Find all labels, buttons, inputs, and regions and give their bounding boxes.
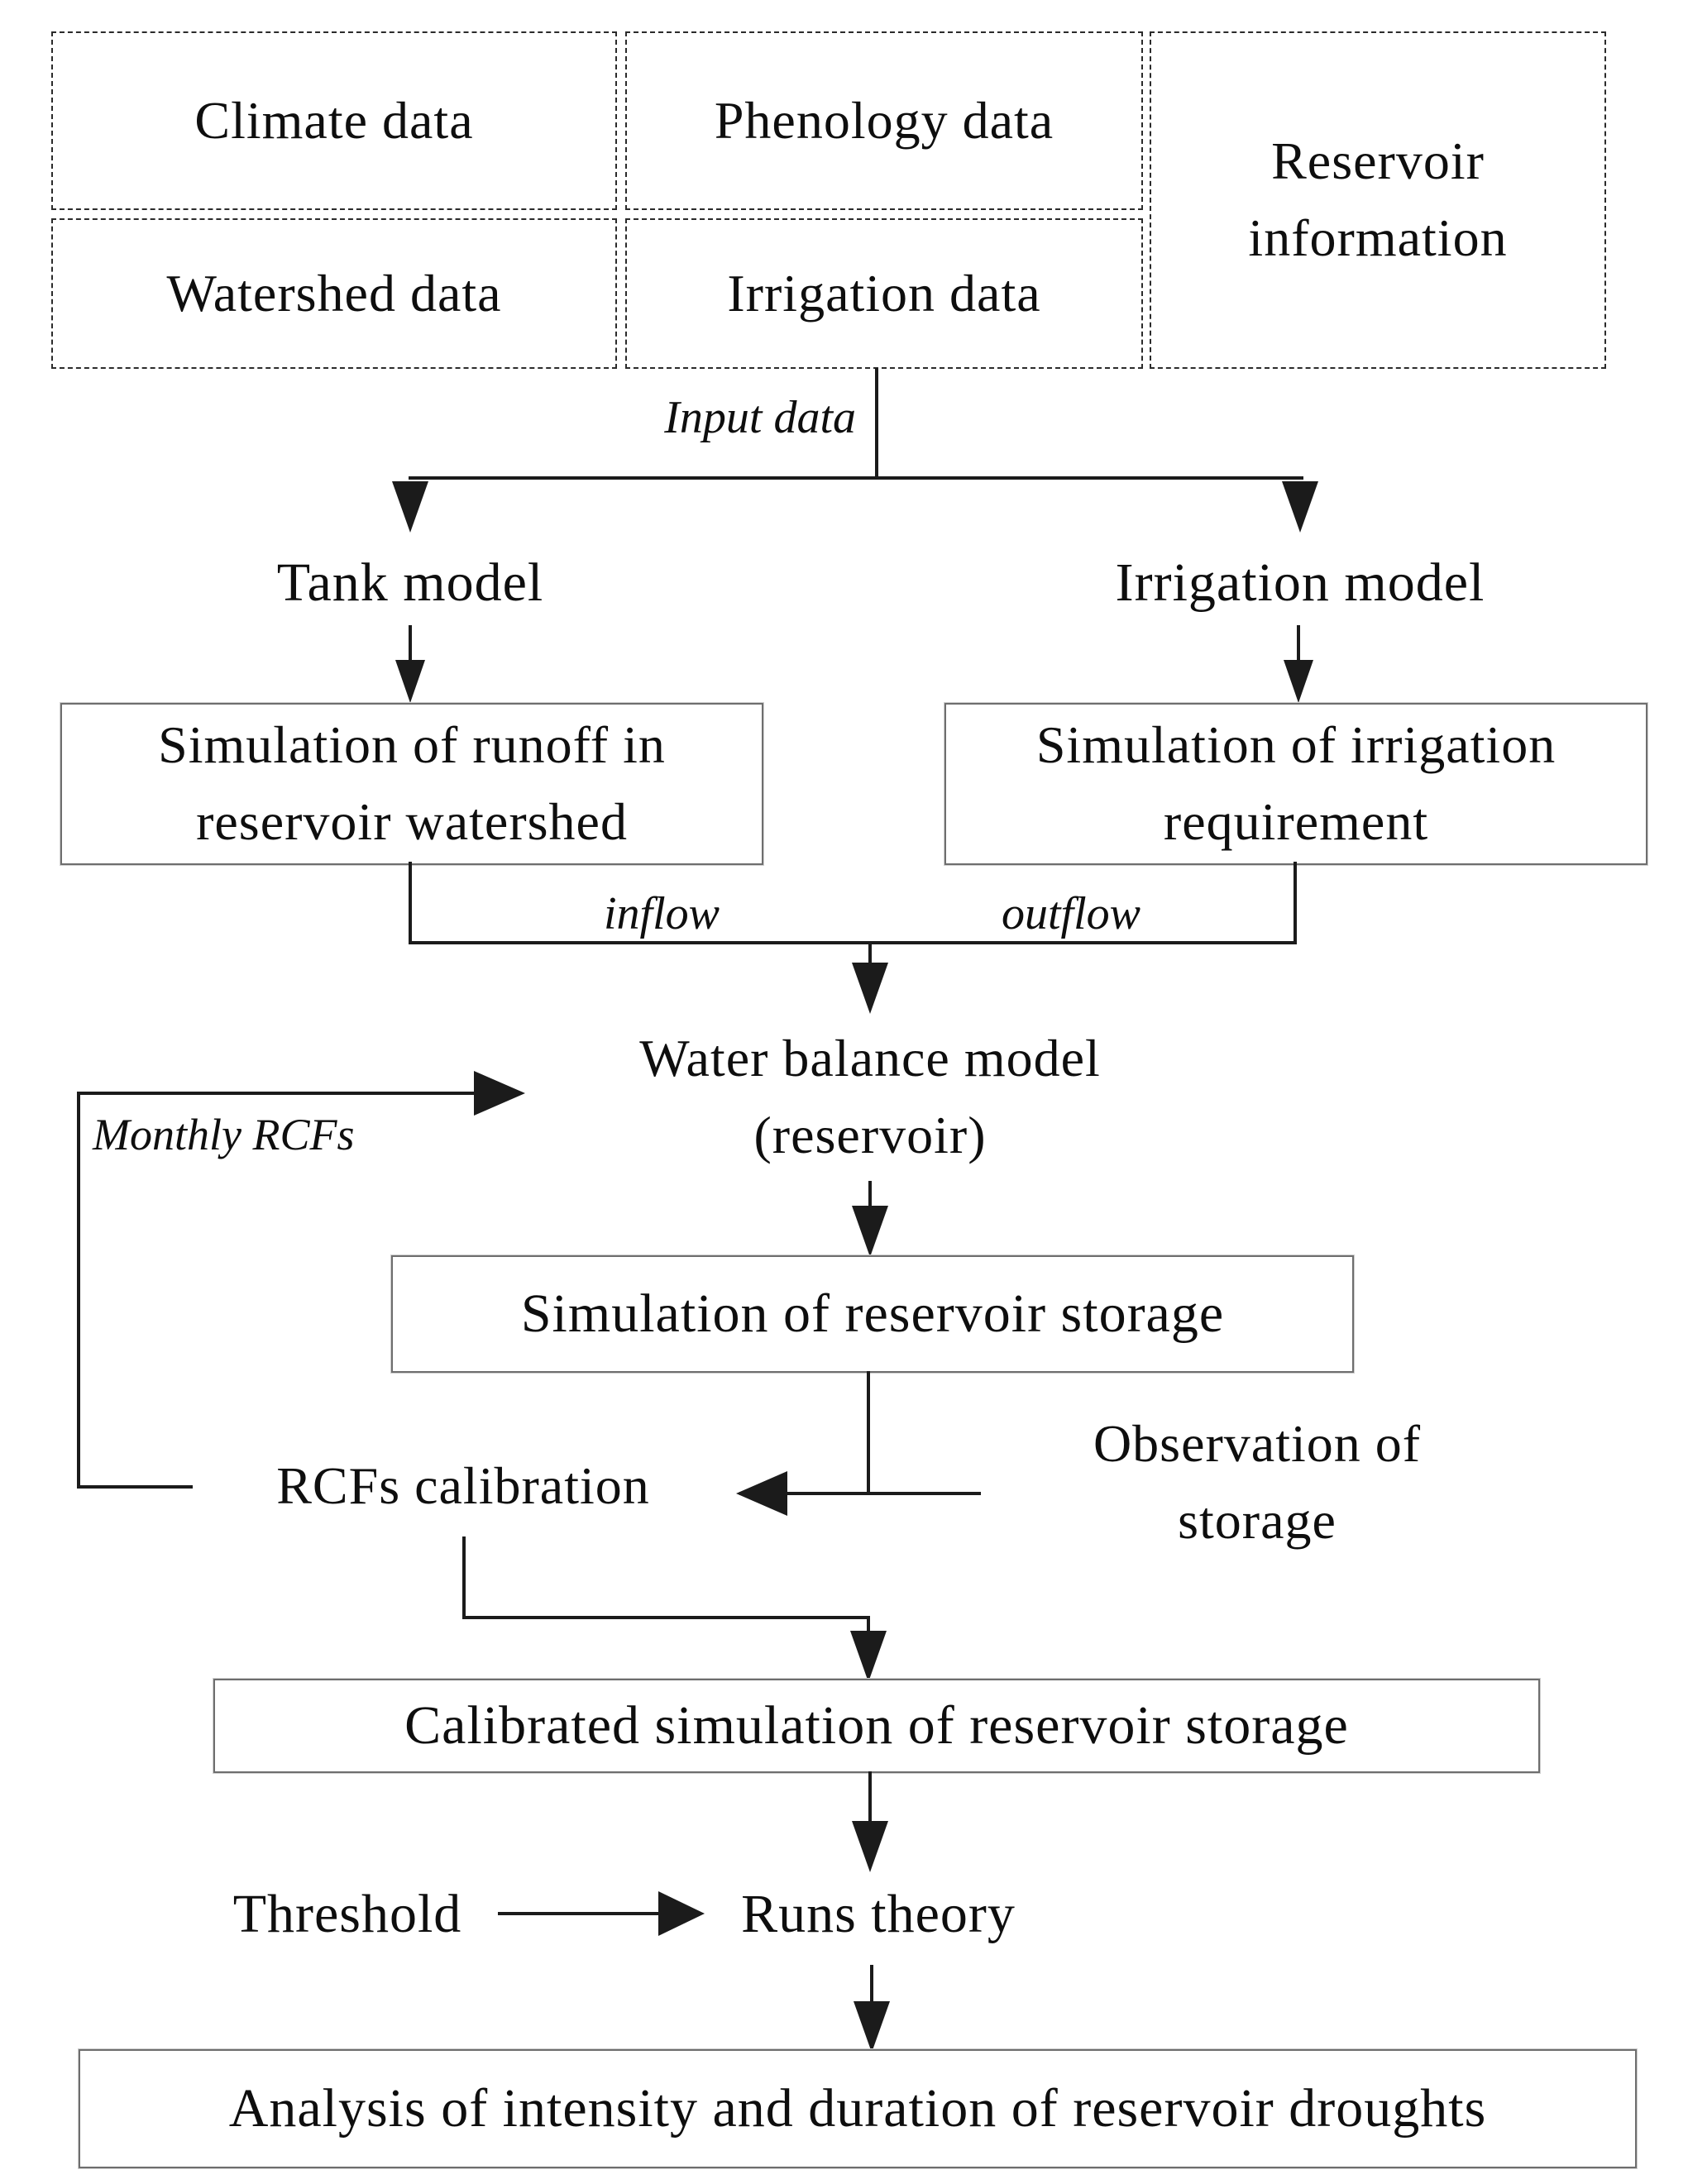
- input-box-reservoir-information: Reservoir information: [1150, 31, 1606, 369]
- node-analysis-box: Analysis of intensity and duration of re…: [79, 2049, 1637, 2168]
- edge-water-balance-arrow-shaft: [868, 1181, 872, 1214]
- phenology-data-label: Phenology data: [714, 90, 1054, 150]
- arrowhead-calibrated-down: [852, 1821, 888, 1872]
- label-input-data: Input data: [664, 392, 856, 443]
- edge-junction-arrow-shaft: [868, 944, 872, 968]
- water-balance-line1: Water balance model: [639, 1029, 1101, 1088]
- node-irrigation-simulation-box: Simulation of irrigation requirement: [944, 703, 1647, 865]
- climate-data-label: Climate data: [194, 90, 474, 150]
- analysis-label: Analysis of intensity and duration of re…: [228, 2078, 1487, 2139]
- node-rcfs-calibration: RCFs calibration: [232, 1451, 695, 1521]
- edge-irrigation-model-arrow-shaft: [1297, 625, 1300, 665]
- observation-line1: Observation of: [1093, 1414, 1422, 1474]
- node-water-balance-model: Water balance model (reservoir): [622, 1019, 1118, 1176]
- arrowhead-monthly-rcfs-right: [474, 1071, 525, 1116]
- watershed-data-label: Watershed data: [166, 263, 502, 323]
- edge-input-vertical-line: [875, 368, 878, 478]
- threshold-label: Threshold: [232, 1884, 462, 1945]
- node-observation-of-storage: Observation of storage: [1017, 1404, 1497, 1561]
- arrowhead-runs-down: [854, 2001, 890, 2053]
- edge-calibration-vertical-stub: [462, 1536, 466, 1619]
- edge-inflow-vertical-line: [409, 862, 412, 944]
- node-runoff-simulation-box: Simulation of runoff in reservoir waters…: [60, 703, 763, 865]
- edge-calibrated-arrow-shaft: [868, 1771, 872, 1826]
- arrowhead-junction-down: [852, 963, 888, 1014]
- edge-monthly-rcfs-horizontal-line: [77, 1092, 476, 1095]
- arrowhead-rcfs-left: [736, 1471, 787, 1516]
- runoff-simulation-line1: Simulation of runoff in: [158, 715, 666, 775]
- edge-junction-horizontal-line: [409, 941, 1297, 944]
- arrowhead-branch-left-down: [392, 481, 428, 533]
- edge-feedback-bottom-stub: [77, 1485, 193, 1489]
- edge-runs-arrow-shaft: [870, 1965, 873, 2008]
- edge-storage-vertical-line: [867, 1371, 870, 1493]
- reservoir-information-label-line1: Reservoir: [1271, 131, 1485, 191]
- node-threshold: Threshold: [207, 1879, 488, 1950]
- input-box-watershed-data: Watershed data: [51, 218, 617, 369]
- edge-threshold-horizontal-line: [498, 1912, 660, 1915]
- storage-simulation-label: Simulation of reservoir storage: [520, 1283, 1225, 1345]
- reservoir-information-label-line2: information: [1248, 208, 1508, 267]
- label-outflow: outflow: [1001, 888, 1141, 939]
- irrigation-data-label: Irrigation data: [727, 263, 1041, 323]
- runoff-simulation-line2: reservoir watershed: [196, 792, 628, 851]
- arrowhead-branch-right-down: [1282, 481, 1318, 533]
- calibrated-simulation-label: Calibrated simulation of reservoir stora…: [404, 1695, 1349, 1756]
- arrowhead-threshold-right: [658, 1891, 705, 1936]
- runs-theory-label: Runs theory: [741, 1884, 1016, 1945]
- irrigation-simulation-line1: Simulation of irrigation: [1035, 715, 1556, 775]
- water-balance-line2: (reservoir): [753, 1106, 987, 1164]
- node-tank-model: Tank model: [203, 547, 617, 619]
- node-runs-theory: Runs theory: [716, 1879, 1040, 1950]
- rcfs-calibration-label: RCFs calibration: [276, 1455, 650, 1515]
- edge-tank-model-arrow-shaft: [409, 625, 412, 665]
- input-box-phenology-data: Phenology data: [625, 31, 1143, 210]
- tank-model-label: Tank model: [276, 552, 544, 614]
- edge-rcfs-horizontal-line: [739, 1492, 981, 1495]
- observation-line2: storage: [1178, 1491, 1337, 1550]
- node-calibrated-simulation-box: Calibrated simulation of reservoir stora…: [213, 1679, 1540, 1773]
- edge-feedback-vertical-line: [77, 1092, 80, 1489]
- arrowhead-water-balance-down: [852, 1206, 888, 1257]
- node-irrigation-model: Irrigation model: [1093, 547, 1507, 619]
- edge-calibration-arrow-shaft: [867, 1616, 870, 1636]
- edge-calibration-elbow-horizontal: [462, 1616, 870, 1619]
- irrigation-model-label: Irrigation model: [1115, 552, 1485, 614]
- label-monthly-rcfs: Monthly RCFs: [93, 1110, 355, 1159]
- node-storage-simulation-box: Simulation of reservoir storage: [391, 1255, 1354, 1373]
- edge-outflow-vertical-line: [1293, 862, 1297, 944]
- arrowhead-irrigation-model-down: [1284, 660, 1313, 703]
- arrowhead-tank-model-down: [395, 660, 425, 703]
- input-box-climate-data: Climate data: [51, 31, 617, 210]
- irrigation-simulation-line2: requirement: [1163, 792, 1429, 851]
- label-inflow: inflow: [603, 888, 720, 939]
- arrowhead-calibration-down: [850, 1631, 887, 1682]
- edge-branch-horizontal-line: [409, 476, 1303, 480]
- input-box-irrigation-data: Irrigation data: [625, 218, 1143, 369]
